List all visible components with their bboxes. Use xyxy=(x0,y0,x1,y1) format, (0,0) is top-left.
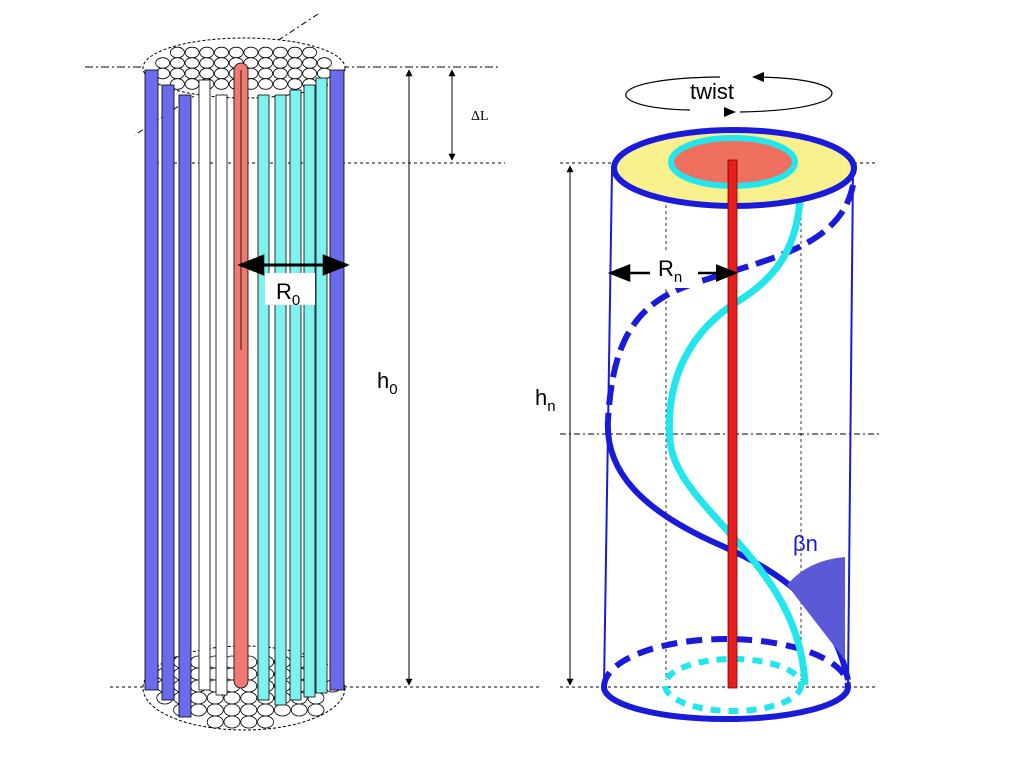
fiber-end-circle xyxy=(307,703,325,717)
fiber-end-circle xyxy=(155,57,171,69)
fiber-end-circle xyxy=(302,67,318,80)
cyan-fiber xyxy=(257,94,270,701)
fiber-end-circle xyxy=(257,703,275,717)
white-fiber xyxy=(198,79,211,691)
twist-label: twist xyxy=(690,79,734,104)
r0-label: R0 xyxy=(276,279,300,309)
fiber-end-circle xyxy=(199,57,215,69)
twist-arrow-right xyxy=(739,76,833,113)
fiber-end-circle xyxy=(287,78,303,90)
rn-label: Rn xyxy=(658,256,682,286)
fiber-end-circle xyxy=(223,715,241,729)
fiber-end-circle xyxy=(287,46,303,59)
fiber-end-circle xyxy=(272,78,288,90)
fiber-end-circle xyxy=(316,57,332,69)
fiber-end-circle xyxy=(302,46,318,59)
fiber-end-circle xyxy=(272,57,288,69)
cyan-fiber xyxy=(289,89,302,701)
cyan-fiber xyxy=(303,84,316,698)
fiber-end-circle xyxy=(199,67,215,80)
fiber-end-circle xyxy=(223,703,241,717)
fiber-end-circle xyxy=(258,46,274,59)
fiber-end-circle xyxy=(287,57,303,69)
fiber-end-circle xyxy=(214,57,229,69)
cyan-bottom-ellipse xyxy=(662,656,804,714)
fiber-end-circle xyxy=(206,703,224,717)
fiber-end-circle xyxy=(184,67,200,80)
fiber-end-circle xyxy=(214,46,229,59)
fiber-end-circle xyxy=(184,46,200,59)
cyan-fiber xyxy=(274,94,287,706)
fiber-end-circle xyxy=(189,703,207,717)
twist-arrow-left xyxy=(625,76,721,111)
fiber-end-circle xyxy=(184,78,200,90)
fiber-end-circle xyxy=(189,691,207,705)
beta-label: βn xyxy=(793,531,818,556)
fiber-end-circle xyxy=(272,46,288,59)
fiber-end-circle xyxy=(169,46,185,59)
delta-l-label: ΔL xyxy=(471,109,489,124)
rn-label-box xyxy=(650,252,698,288)
fiber-end-circle xyxy=(273,703,291,717)
fiber-end-circle xyxy=(257,715,275,729)
fiber-end-circle xyxy=(258,78,274,90)
fiber-end-circle xyxy=(316,67,332,80)
beta-angle-wedge xyxy=(787,557,845,660)
red-core-fiber xyxy=(727,159,738,689)
fiber-end-circle xyxy=(169,67,185,80)
fiber-end-circle xyxy=(240,703,258,717)
outer-fiber xyxy=(144,69,159,691)
cyan-helix xyxy=(665,164,809,686)
twist-arrowhead-bottom-icon xyxy=(724,107,736,117)
twisted-cylinder: βn Rn hn twist xyxy=(535,72,880,722)
fiber-end-circle xyxy=(272,67,288,80)
bottom-ellipse-back xyxy=(601,636,851,688)
center-fiber xyxy=(233,62,249,689)
r0-label-box xyxy=(265,273,315,305)
untwisted-bundle: R0 h0 ΔL xyxy=(85,13,540,731)
white-fiber xyxy=(215,94,228,696)
hn-label: hn xyxy=(535,385,556,415)
h0-label: h0 xyxy=(377,368,398,398)
cyan-fiber xyxy=(315,77,328,694)
fiber-end-circle xyxy=(214,67,229,80)
fiber-end-circle xyxy=(169,57,185,69)
fiber-end-circle xyxy=(302,57,318,69)
fiber-end-circle xyxy=(287,67,303,80)
outer-fiber xyxy=(329,69,345,691)
fiber-end-circle xyxy=(206,715,224,729)
fiber-end-circle xyxy=(258,57,274,69)
fiber-end-circle xyxy=(199,46,215,59)
bottom-ellipse-front xyxy=(601,686,851,722)
fiber-end-circle xyxy=(258,67,274,80)
fiber-end-circle xyxy=(243,46,259,59)
fiber-end-circle xyxy=(184,57,200,69)
cylinder-right-edge xyxy=(847,169,854,688)
fiber-end-circle xyxy=(228,46,244,59)
twist-arrowhead-top-icon xyxy=(752,72,764,82)
fiber-end-circle xyxy=(240,715,258,729)
fiber-end-circle xyxy=(240,691,258,705)
fiber-end-circle xyxy=(214,78,229,90)
outer-fiber xyxy=(161,84,175,701)
fiber-end-circle xyxy=(290,703,308,717)
outer-fiber xyxy=(178,94,192,718)
